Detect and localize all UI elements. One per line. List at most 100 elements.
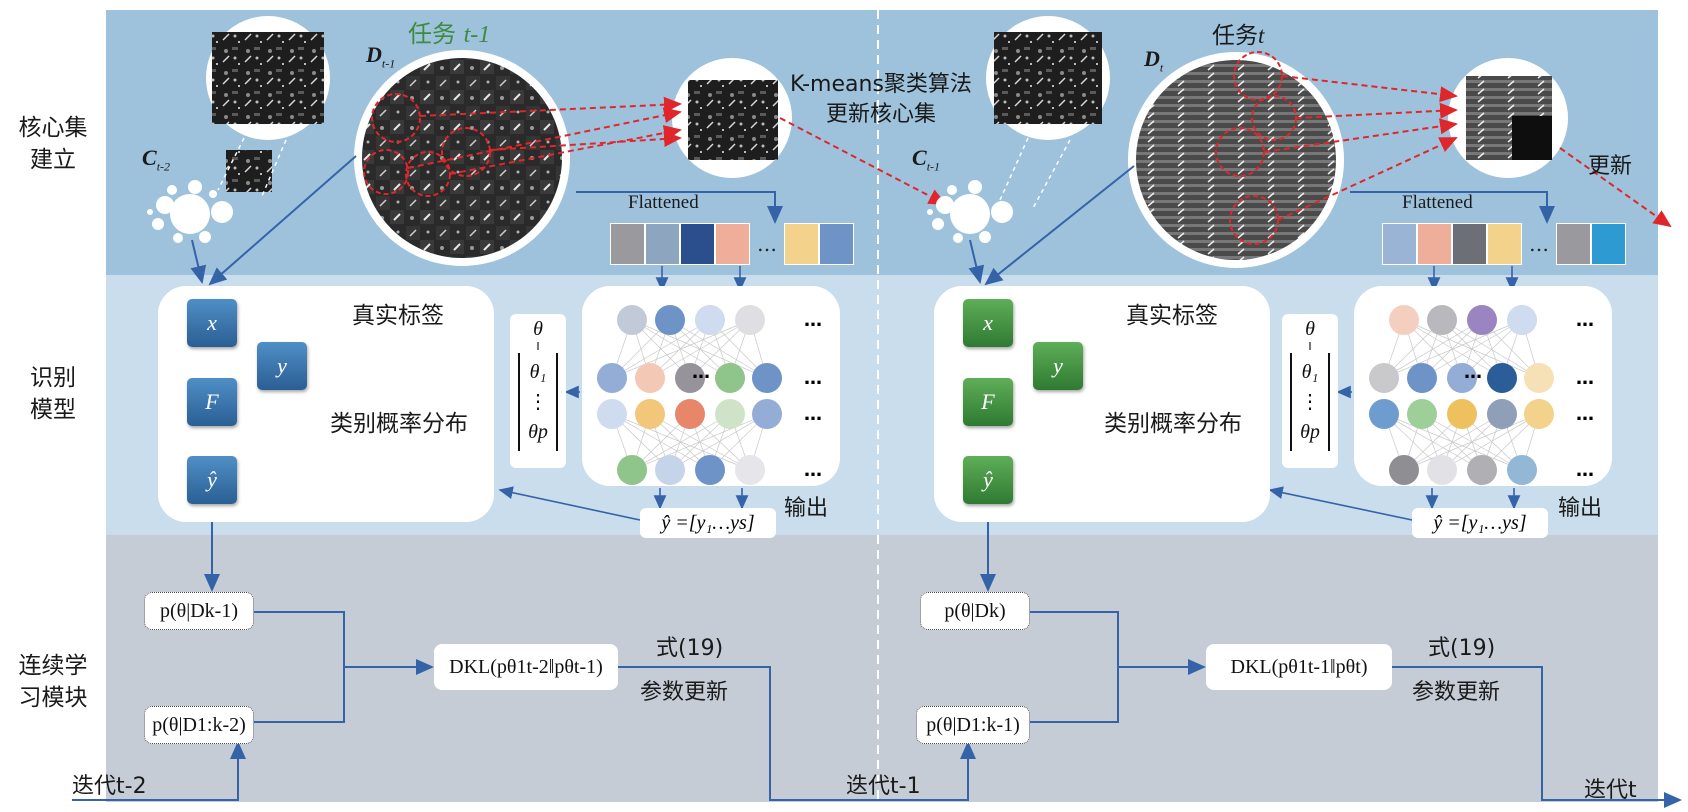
feature-swatch — [715, 223, 750, 265]
flattened-swatches-left: … — [610, 223, 854, 265]
dataset-label-left: Dt-1 — [366, 42, 395, 71]
coreset-prev-image — [212, 32, 324, 124]
coreset-symbol: C — [142, 145, 157, 170]
network-node — [617, 305, 647, 335]
feature-swatch — [645, 223, 680, 265]
label-y-node: y — [1033, 342, 1083, 390]
dataset-image-right — [1136, 60, 1336, 260]
row-label-coreset: 核心集 建立 — [18, 115, 88, 173]
network-node — [715, 363, 745, 393]
output-vector-right: ŷ =[y₁…ys] — [1412, 508, 1548, 538]
network-node — [635, 399, 665, 429]
dataset-label-right: Dt — [1144, 46, 1163, 75]
feature-swatch — [784, 223, 819, 265]
input-x-node: x — [963, 299, 1013, 347]
network-node — [1524, 399, 1554, 429]
iteration-label-final: 迭代t — [1584, 778, 1637, 803]
prior-current-right: p(θ|Dk) — [920, 592, 1030, 630]
coreset-label-left: Ct-2 — [142, 145, 170, 174]
task-index: t — [1258, 23, 1265, 48]
coreset-to-model-arrow-left — [190, 239, 207, 284]
network-edge — [1403, 413, 1503, 471]
coreset-subscript: t-2 — [156, 159, 171, 174]
dataset-symbol: D — [366, 42, 382, 67]
flatten-arrow-left — [576, 191, 783, 224]
network-ellipsis: … — [1576, 404, 1594, 425]
network-edge — [669, 413, 768, 471]
prior-past-right: p(θ|D1:k-1) — [916, 706, 1030, 744]
kmeans-arrows-left — [407, 96, 947, 205]
network-node — [1369, 363, 1399, 393]
network-node — [1524, 363, 1554, 393]
kmeans-line1: K-means聚类算法 — [790, 72, 972, 97]
continual-band — [106, 535, 1658, 802]
network-ellipsis: … — [1576, 368, 1594, 389]
row-label-model: 识别 模型 — [30, 365, 76, 423]
network-node — [1427, 305, 1457, 335]
theta-vector-right: θ ‖ θ₁ ⋮ θp — [1282, 314, 1338, 468]
network-node — [597, 399, 627, 429]
kl-divergence-left: DKL(pθ1t-2‖pθt-1) — [434, 644, 618, 690]
network-node — [735, 455, 765, 485]
kmeans-caption: K-means聚类算法 更新核心集 — [790, 70, 972, 130]
network-edge — [1421, 319, 1523, 379]
kmeans-arrows-right — [1263, 75, 1672, 228]
theta-1: θ₁ — [1301, 361, 1319, 383]
dataset-subscript: t — [1159, 60, 1164, 75]
feature-F-node: F — [187, 378, 237, 426]
network-node — [1407, 399, 1437, 429]
network-ellipsis: … — [804, 460, 822, 481]
network-node — [1467, 455, 1497, 485]
task-prefix: 任务 — [408, 20, 456, 48]
kl-connectors-left — [72, 611, 976, 801]
network-node — [1427, 455, 1457, 485]
theta-equals: ‖ — [1308, 339, 1312, 353]
data-to-model-arrow-left — [208, 155, 357, 286]
feature-swatch — [1382, 223, 1417, 265]
network-edge — [1383, 319, 1483, 379]
data-to-model-arrow-right — [984, 165, 1135, 286]
network-node — [1467, 305, 1497, 335]
theta-p: θp — [528, 421, 548, 443]
flattened-label-left: Flattened — [628, 192, 699, 213]
network-ellipsis: … — [804, 404, 822, 425]
network-node — [597, 363, 627, 393]
network-node — [735, 305, 765, 335]
class-prob-caption: 类别概率分布 — [330, 411, 468, 437]
task-title-right: 任务t — [1212, 16, 1264, 50]
coreset-sample-image — [226, 150, 272, 192]
network-graph-right: …………… — [1369, 305, 1594, 485]
update-caption: 更新 — [1588, 154, 1633, 179]
theta-1: θ₁ — [529, 361, 547, 383]
network-edge — [631, 413, 731, 471]
swatch-ellipsis: … — [1529, 232, 1549, 256]
prior-current-left: p(θ|Dk-1) — [144, 592, 254, 630]
theta-symbol: θ — [1305, 318, 1315, 340]
theta-vector-left: θ ‖ θ₁ ⋮ θp — [510, 314, 566, 468]
true-label-caption: 真实标签 — [352, 303, 444, 329]
network-edge — [611, 319, 711, 379]
prior-past-left: p(θ|D1:k-2) — [144, 706, 254, 744]
network-node — [635, 363, 665, 393]
network-node — [752, 363, 782, 393]
row-label-continual: 连续学 习模块 — [18, 653, 88, 711]
output-caption-left: 输出 — [784, 496, 829, 521]
feature-F-node: F — [963, 378, 1013, 426]
network-node — [1507, 305, 1537, 335]
task-index: t-1 — [463, 22, 491, 48]
input-x-node: x — [187, 299, 237, 347]
network-ellipsis: … — [804, 310, 822, 331]
network-node — [1447, 363, 1477, 393]
feature-swatch — [1591, 223, 1626, 265]
network-edge — [631, 413, 768, 471]
prediction-yhat-node: ŷ — [187, 456, 237, 504]
flattened-swatches-right: … — [1382, 223, 1626, 265]
flatten-arrow-right — [1350, 191, 1555, 224]
network-node — [1369, 399, 1399, 429]
label-y-node: y — [257, 342, 307, 390]
theta-equals: ‖ — [536, 339, 540, 353]
theta-dots: ⋮ — [528, 391, 548, 413]
output-vector-left: ŷ =[y₁…ys] — [640, 508, 776, 538]
equation-ref-left: 式(19) — [656, 636, 724, 661]
